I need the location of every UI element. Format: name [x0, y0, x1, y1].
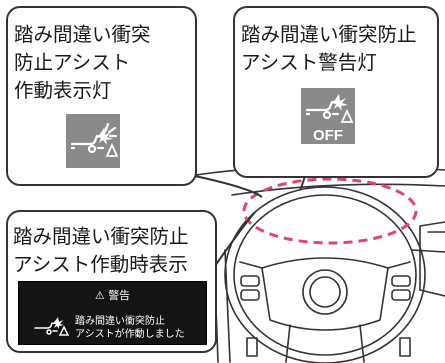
highlight-ellipse: [242, 177, 418, 245]
warning-lamp-title-line-1: 踏み間違い衝突防止: [241, 23, 417, 46]
panel-message: 踏み間違い衝突防止 アシストが作動しました: [75, 315, 185, 341]
panel-pedal-misapplication-icon: [34, 317, 70, 336]
display-message-title-line-2: アシスト作動時表示: [13, 253, 188, 276]
callout-indicator-lamp: 踏み間違い衝突 防止アシスト 作動表示灯: [6, 6, 197, 186]
warning-lamp-title-line-2: アシスト警告灯: [241, 51, 377, 74]
leader-line-warning: [299, 175, 306, 191]
callout-warning-lamp: 踏み間違い衝突防止 アシスト警告灯 OFF: [233, 6, 439, 178]
callout-display-message: 踏み間違い衝突防止 アシスト作動時表示 ⚠ 警告 踏み間違い衝突防止 アシストが…: [6, 210, 217, 353]
pedal-misapplication-indicator-icon: [66, 114, 120, 168]
off-label: OFF: [313, 127, 343, 144]
multi-information-display-panel: ⚠ 警告 踏み間違い衝突防止 アシストが作動しました: [18, 281, 207, 345]
panel-header: ⚠ 警告: [19, 287, 206, 303]
leader-line-indicator: [194, 175, 263, 198]
panel-message-line-2: アシストが作動しました: [75, 329, 185, 340]
pedal-misapplication-off-warning-icon: OFF: [301, 88, 355, 144]
warning-triangle-icon: ⚠: [94, 289, 105, 302]
indicator-lamp-title-line-1: 踏み間違い衝突: [14, 23, 151, 46]
indicator-lamp-title-line-2: 防止アシスト: [14, 51, 131, 74]
display-message-title-line-1: 踏み間違い衝突防止: [13, 225, 189, 248]
indicator-lamp-title-line-3: 作動表示灯: [14, 79, 112, 102]
panel-message-line-1: 踏み間違い衝突防止: [75, 316, 165, 327]
panel-header-label: 警告: [108, 289, 131, 302]
leader-line-display: [214, 211, 256, 267]
